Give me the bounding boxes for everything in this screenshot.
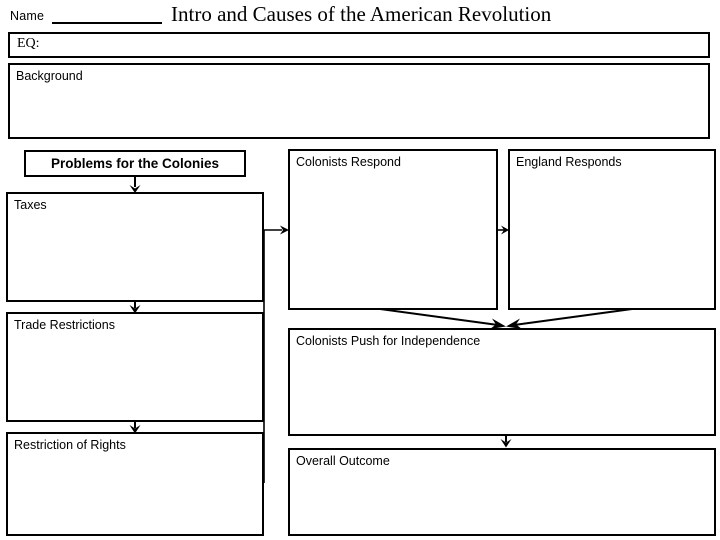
england-responds-box[interactable]: England Responds [508, 149, 716, 310]
header: Name Intro and Causes of the American Re… [0, 0, 720, 30]
problems-for-the-colonies-heading: Problems for the Colonies [24, 150, 246, 177]
background-label: Background [16, 69, 83, 83]
arrow-push-to-outcome [500, 435, 512, 448]
name-label: Name [10, 9, 45, 23]
trade-restrictions-label: Trade Restrictions [14, 318, 115, 332]
page-title: Intro and Causes of the American Revolut… [171, 2, 552, 26]
colonists-push-for-independence-label: Colonists Push for Independence [296, 334, 481, 348]
eq-box[interactable]: EQ: [8, 32, 710, 58]
problems-heading-label: Problems for the Colonies [50, 156, 220, 171]
name-blank-line[interactable] [52, 22, 162, 24]
overall-outcome-box[interactable]: Overall Outcome [288, 448, 716, 536]
taxes-label: Taxes [14, 198, 47, 212]
restriction-of-rights-box[interactable]: Restriction of Rights [6, 432, 264, 536]
colonists-push-for-independence-box[interactable]: Colonists Push for Independence [288, 328, 716, 436]
overall-outcome-label: Overall Outcome [296, 454, 390, 468]
colonists-respond-label: Colonists Respond [296, 155, 401, 169]
england-responds-label: England Responds [516, 155, 622, 169]
taxes-box[interactable]: Taxes [6, 192, 264, 302]
trade-restrictions-box[interactable]: Trade Restrictions [6, 312, 264, 422]
restriction-of-rights-label: Restriction of Rights [14, 438, 126, 452]
background-box[interactable]: Background [8, 63, 710, 139]
colonists-respond-box[interactable]: Colonists Respond [288, 149, 498, 310]
eq-label: EQ: [17, 36, 40, 51]
